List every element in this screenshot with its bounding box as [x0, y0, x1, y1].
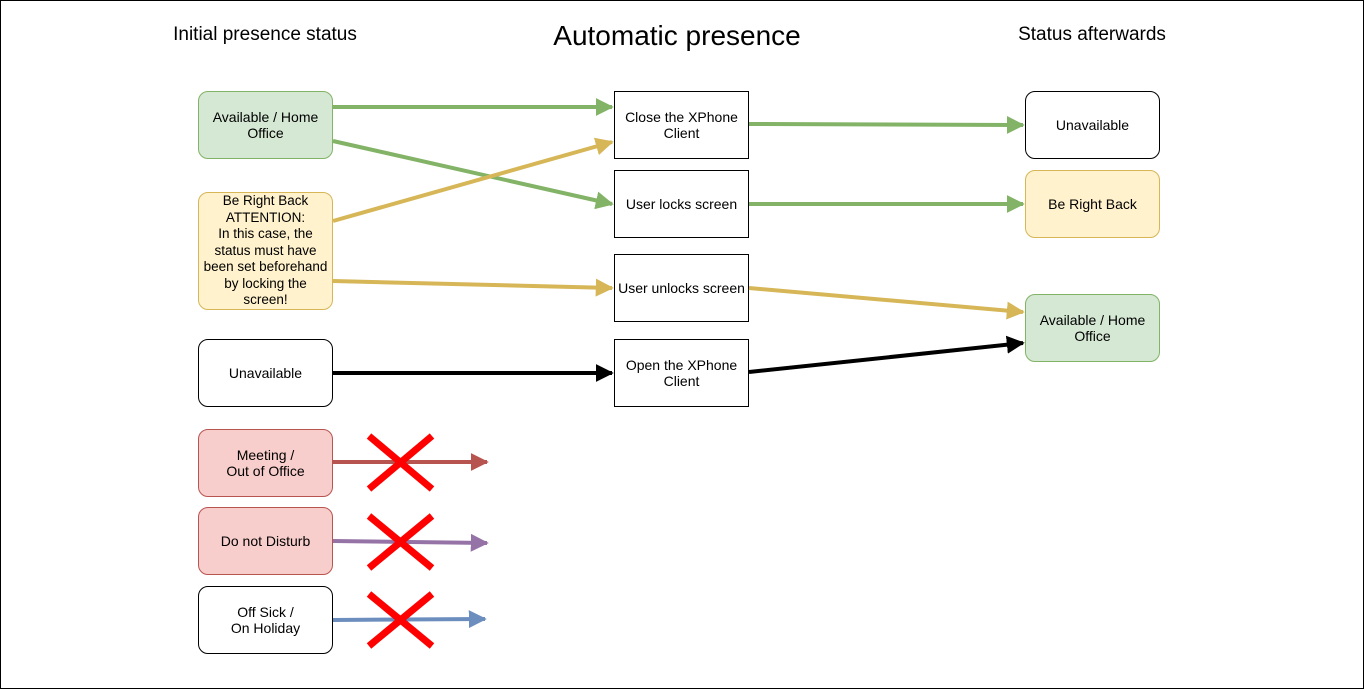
initial-be-right-back: Be Right Back ATTENTION: In this case, t…	[198, 192, 333, 310]
after-unavailable: Unavailable	[1025, 91, 1160, 159]
heading-status-afterwards: Status afterwards	[1018, 24, 1166, 45]
initial-unavailable: Unavailable	[198, 339, 333, 407]
action-lock-label: User locks screen	[625, 196, 738, 212]
initial-unavailable-label: Unavailable	[228, 365, 303, 381]
initial-available-home-office: Available / Home Office	[198, 91, 333, 159]
action-open-label: Open the XPhone Client	[625, 357, 738, 389]
heading-initial-status: Initial presence status	[173, 24, 357, 45]
action-user-unlocks-screen: User unlocks screen	[614, 254, 749, 322]
initial-meeting-out-of-office: Meeting / Out of Office	[198, 429, 333, 497]
action-unlock-label: User unlocks screen	[618, 280, 745, 296]
initial-dnd-label: Do not Disturb	[220, 533, 311, 549]
initial-available-label: Available / Home Office	[212, 109, 319, 141]
after-available-home-office: Available / Home Office	[1025, 294, 1160, 362]
after-be-right-back: Be Right Back	[1025, 170, 1160, 238]
initial-off-sick-on-holiday: Off Sick / On Holiday	[198, 586, 333, 654]
diagram-title: Automatic presence	[553, 20, 801, 51]
after-available-label: Available / Home Office	[1039, 312, 1146, 344]
after-unavailable-label: Unavailable	[1055, 117, 1130, 133]
action-user-locks-screen: User locks screen	[614, 170, 749, 238]
action-close-xphone-client: Close the XPhone Client	[614, 91, 749, 159]
after-brb-label: Be Right Back	[1048, 196, 1137, 212]
action-close-label: Close the XPhone Client	[625, 109, 738, 141]
initial-brb-label: Be Right Back ATTENTION: In this case, t…	[203, 193, 328, 308]
initial-sick-label: Off Sick / On Holiday	[230, 604, 301, 636]
action-open-xphone-client: Open the XPhone Client	[614, 339, 749, 407]
initial-meeting-label: Meeting / Out of Office	[226, 447, 305, 479]
initial-do-not-disturb: Do not Disturb	[198, 507, 333, 575]
